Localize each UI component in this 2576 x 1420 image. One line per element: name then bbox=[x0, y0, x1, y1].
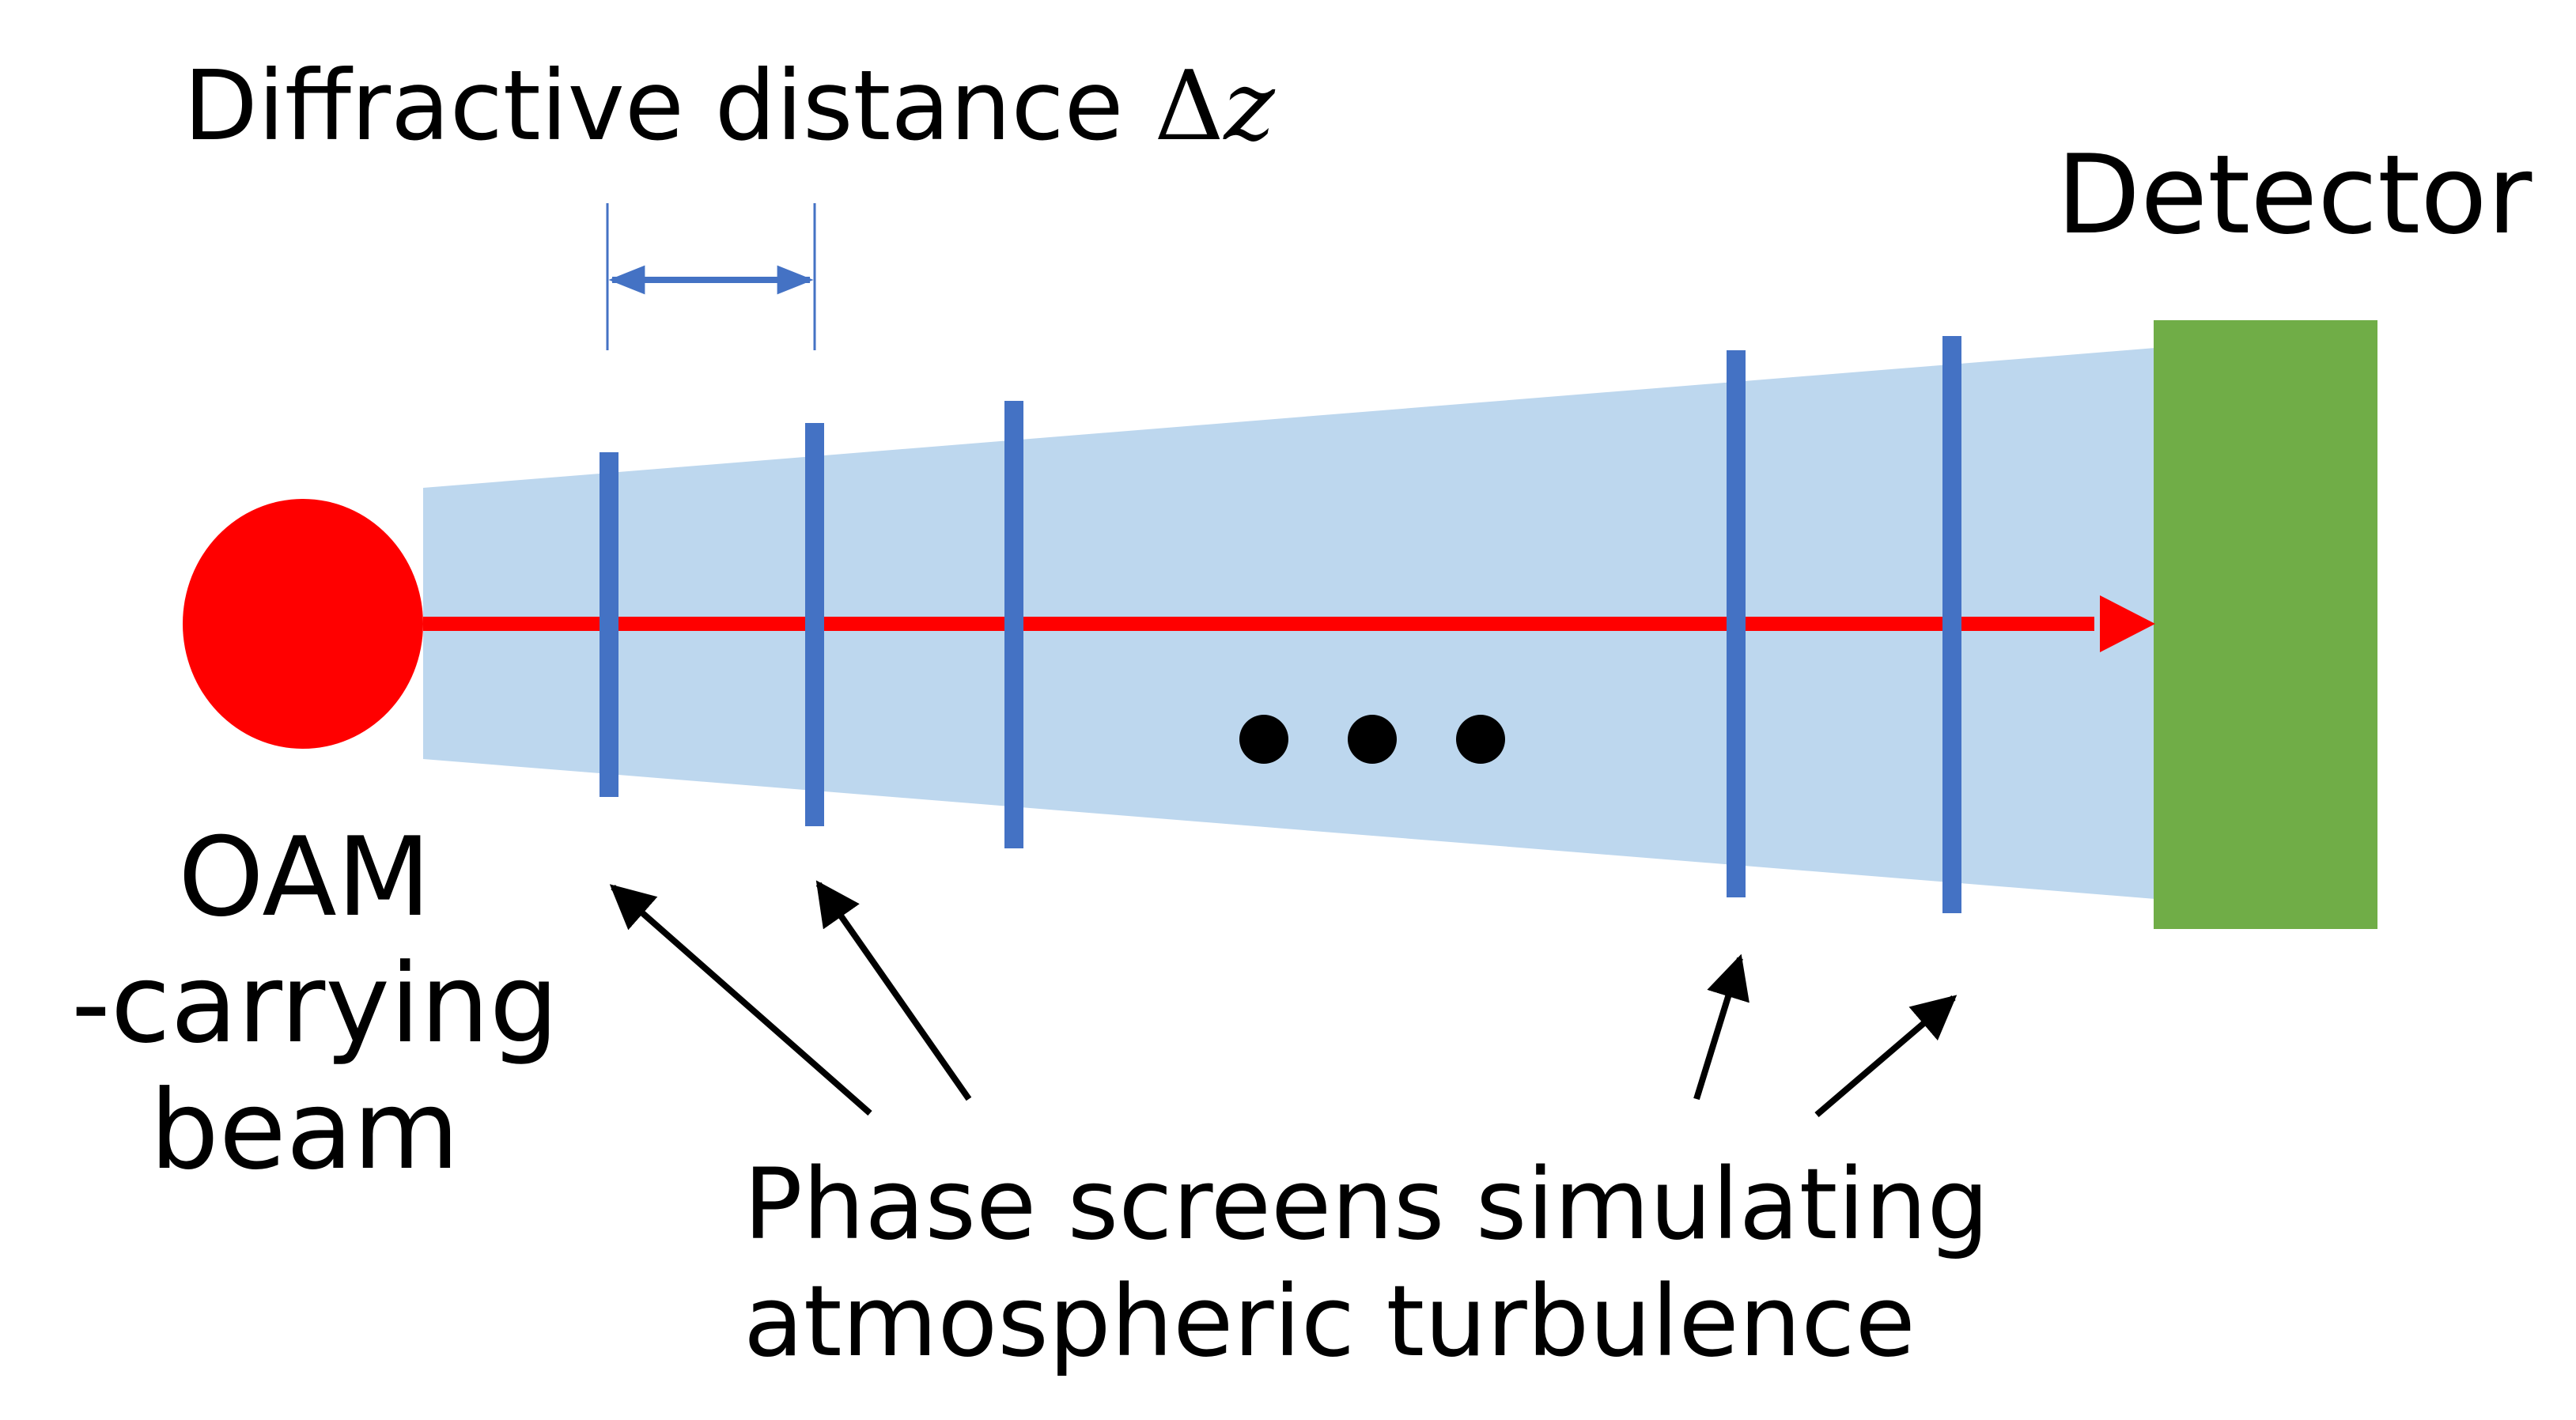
detector-label: Detector bbox=[2056, 131, 2532, 259]
phase-screens-label-line-2: atmospheric turbulence bbox=[743, 1265, 1916, 1379]
annotation-arrow-screen-4 bbox=[1693, 954, 1749, 1101]
diffractive-distance-text: Diffractive distance bbox=[183, 50, 1155, 162]
annotation-arrow-screen-5 bbox=[1814, 995, 1958, 1118]
phase-screens-label: Phase screens simulating atmospheric tur… bbox=[743, 1146, 1989, 1380]
source-label-line-1: OAM bbox=[178, 814, 431, 941]
oam-beam-source bbox=[183, 499, 423, 749]
source-label-line-3: beam bbox=[149, 1067, 460, 1194]
annotation-arrow-screen-2 bbox=[815, 880, 972, 1101]
z-variable: z bbox=[1224, 50, 1275, 162]
diffractive-distance-label: Diffractive distance Δz bbox=[183, 52, 1275, 161]
phase-screens-label-line-1: Phase screens simulating bbox=[743, 1148, 1990, 1262]
beam-axis-arrowhead bbox=[2100, 595, 2155, 652]
ellipsis-dot-1 bbox=[1239, 715, 1288, 764]
annotation-arrow-screen-1 bbox=[609, 884, 872, 1116]
delta-symbol: Δ bbox=[1154, 50, 1224, 162]
detector-block bbox=[2154, 320, 2377, 929]
source-label-line-2: -carrying bbox=[71, 940, 559, 1067]
source-label: OAM -carrying beam bbox=[71, 814, 559, 1194]
ellipsis-dot-3 bbox=[1456, 715, 1505, 764]
ellipsis-dot-2 bbox=[1348, 715, 1397, 764]
